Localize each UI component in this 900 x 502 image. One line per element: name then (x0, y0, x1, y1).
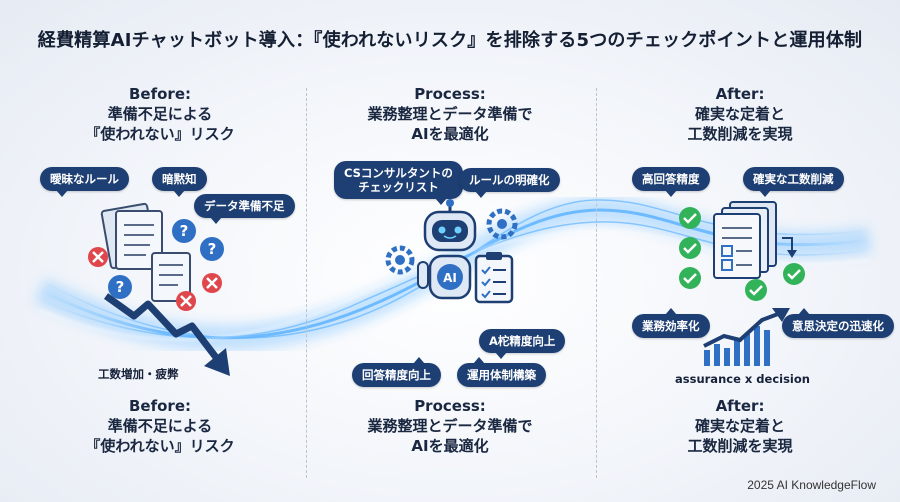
after-heading-top: After: 確実な定着と 工数削減を実現 (620, 84, 860, 144)
divider-right (596, 88, 597, 478)
robot-ai-badge: AI (443, 271, 457, 285)
after-heading-label: After: (715, 85, 765, 103)
gear-icon (385, 208, 518, 275)
process-heading-label: Process: (414, 85, 486, 103)
documents-stack-icon (713, 201, 777, 279)
process-heading-line2: 業務整理とデータ準備で (367, 417, 533, 435)
bubble-cs-checklist: CSコンサルタントの チェックリスト (334, 161, 463, 205)
process-heading-line3: AIを最適化 (411, 125, 489, 143)
cross-icon-3 (176, 291, 196, 311)
before-heading-line3: 『使われない』リスク (85, 437, 235, 455)
check-icon-5 (783, 263, 805, 285)
after-heading-line2: 確実な定着と (694, 105, 785, 123)
svg-text:?: ? (208, 240, 217, 258)
after-heading-bottom: After: 確実な定着と 工数削減を実現 (620, 396, 860, 456)
question-icon-3: ? (108, 275, 132, 299)
cross-icon-1 (88, 247, 108, 267)
question-icon-1: ? (172, 219, 196, 243)
ai-robot-illustration: AI (385, 199, 518, 304)
check-icon-4 (745, 279, 767, 301)
check-icon-2 (679, 237, 701, 259)
check-icon-3 (679, 267, 701, 289)
before-heading-bottom: Before: 準備不足による 『使われない』リスク (40, 396, 280, 456)
robot-icon: AI (417, 199, 477, 300)
bubble-answer-accuracy: 回答精度向上 (352, 357, 441, 387)
after-heading-line3: 工数削減を実現 (687, 125, 793, 143)
before-heading-line2: 準備不足による (107, 417, 213, 435)
before-heading-line3: 『使われない』リスク (85, 125, 235, 143)
bubble-operations-setup: 運用体制構築 (457, 357, 546, 387)
process-heading-bottom: Process: 業務整理とデータ準備で AIを最適化 (330, 396, 570, 456)
documents-icon (100, 202, 191, 302)
question-icon-2: ? (200, 237, 224, 261)
process-heading-line2: 業務整理とデータ準備で (367, 105, 533, 123)
bubble-high-accuracy: 高回答精度 (632, 167, 710, 197)
cross-icon-2 (202, 273, 222, 293)
after-heading-label: After: (715, 397, 765, 415)
after-heading-line3: 工数削減を実現 (687, 437, 793, 455)
before-heading-line2: 準備不足による (107, 105, 213, 123)
bubble-data-shortage: データ準備不足 (194, 194, 295, 224)
svg-text:?: ? (180, 222, 189, 240)
before-heading-label: Before: (128, 85, 191, 103)
organized-documents-illustration (679, 201, 805, 301)
bubble-workload-reduction: 確実な工数削減 (743, 167, 844, 197)
bubble-efficiency: 業務効率化 (632, 308, 710, 338)
svg-text:?: ? (116, 278, 125, 296)
before-trend-label: 工数増加・疲弊 (98, 367, 179, 381)
after-trend-label: assurance x decision (675, 372, 810, 386)
rising-bar-chart-icon (703, 308, 790, 366)
clipboard-checklist-icon (474, 252, 514, 304)
process-heading-label: Process: (414, 397, 486, 415)
bubble-faster-decisions: 意思決定の迅速化 (782, 308, 894, 338)
page-title: 経費精算AIチャットボット導入：『使われないリスク』を排除する5つのチェックポイ… (37, 30, 863, 51)
bubble-tacit-knowledge: 暗黙知 (152, 167, 207, 197)
process-heading-line3: AIを最適化 (411, 437, 489, 455)
bubble-ambiguous-rules: 曖昧なルール (40, 167, 129, 197)
before-heading-top: Before: 準備不足による 『使われない』リスク (40, 84, 280, 144)
copyright-footer: 2025 AI KnowledgeFlow (747, 478, 876, 492)
divider-left (306, 88, 307, 478)
before-heading-label: Before: (128, 397, 191, 415)
declining-trend-arrow-icon (103, 293, 230, 376)
bubble-ai-accuracy: A柁精度向上 (479, 329, 566, 359)
check-icon-1 (679, 207, 701, 229)
scattered-documents-illustration: ? ? ? (88, 202, 224, 311)
after-heading-line2: 確実な定着と (694, 417, 785, 435)
process-heading-top: Process: 業務整理とデータ準備で AIを最適化 (330, 84, 570, 144)
bubble-rule-clarification: ルールの明確化 (459, 168, 560, 198)
